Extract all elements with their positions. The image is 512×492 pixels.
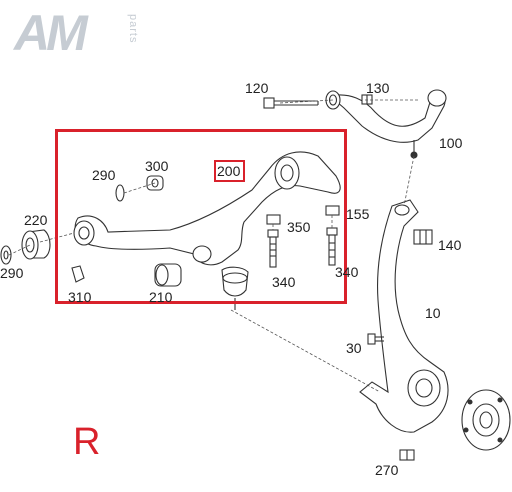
part-label-155[interactable]: 155 (346, 206, 370, 222)
part-label-120[interactable]: 120 (245, 80, 269, 96)
nut-155-part (325, 205, 340, 216)
bolt-120-part (263, 97, 319, 109)
part-label-220[interactable]: 220 (24, 212, 48, 228)
assembly-leader-lines (8, 99, 420, 393)
logo-mark: AM (14, 5, 88, 61)
part-label-140[interactable]: 140 (438, 237, 462, 253)
part-label-290-upper[interactable]: 290 (92, 167, 116, 183)
side-marker: R (73, 421, 101, 463)
part-label-350[interactable]: 350 (287, 219, 311, 235)
nut-130-part (361, 94, 373, 105)
nut-270-part (399, 449, 415, 461)
washer-290-left-part (0, 245, 12, 265)
highlighted-assembly-frame (55, 129, 347, 304)
part-label-10[interactable]: 10 (425, 305, 441, 321)
nut-140-part (413, 229, 433, 245)
part-label-270[interactable]: 270 (375, 462, 399, 478)
part-label-30[interactable]: 30 (346, 340, 362, 356)
nut-350-part (266, 214, 281, 225)
part-label-300[interactable]: 300 (145, 158, 169, 174)
part-label-100[interactable]: 100 (439, 135, 463, 151)
bushing-220-part (21, 229, 51, 260)
lower-control-arm-part (73, 151, 341, 310)
upper-control-arm-part (325, 89, 447, 159)
wheel-hub-part (461, 389, 511, 451)
bushing-210-part (154, 263, 182, 287)
steering-knuckle-part (359, 199, 449, 433)
part-label-200[interactable]: 200 (217, 163, 241, 179)
part-label-130[interactable]: 130 (366, 80, 390, 96)
highlighted-part-frame (214, 160, 245, 182)
part-label-310[interactable]: 310 (68, 289, 92, 305)
part-label-210[interactable]: 210 (149, 289, 173, 305)
brand-logo: AM parts (14, 5, 144, 61)
part-label-340-left[interactable]: 340 (272, 274, 296, 290)
logo-subtext: parts (127, 14, 139, 44)
clip-310-part (71, 265, 85, 283)
part-label-340-right[interactable]: 340 (335, 264, 359, 280)
part-label-290-lower[interactable]: 290 (0, 265, 24, 281)
bolt-30-part (367, 333, 384, 345)
